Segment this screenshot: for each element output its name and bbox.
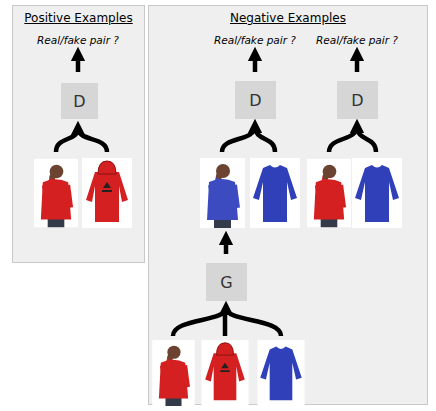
network-box: D	[235, 81, 276, 119]
panel-heading: Negative Examples	[149, 11, 427, 25]
output-label: Real/fake pair ?	[214, 34, 296, 46]
box-label: G	[220, 273, 232, 292]
box-label: D	[73, 92, 85, 111]
output-label: Real/fake pair ?	[37, 34, 119, 46]
panel-heading: Positive Examples	[13, 11, 144, 25]
example-panel: Negative ExamplesD D G	[148, 5, 428, 405]
flow-arrows	[56, 54, 376, 336]
output-label: Real/fake pair ?	[316, 34, 398, 46]
network-box: D	[337, 81, 378, 119]
box-label: D	[351, 91, 363, 110]
network-box: G	[206, 263, 247, 301]
box-label: D	[249, 91, 261, 110]
photo-images	[34, 158, 402, 406]
network-box: D	[61, 83, 98, 119]
